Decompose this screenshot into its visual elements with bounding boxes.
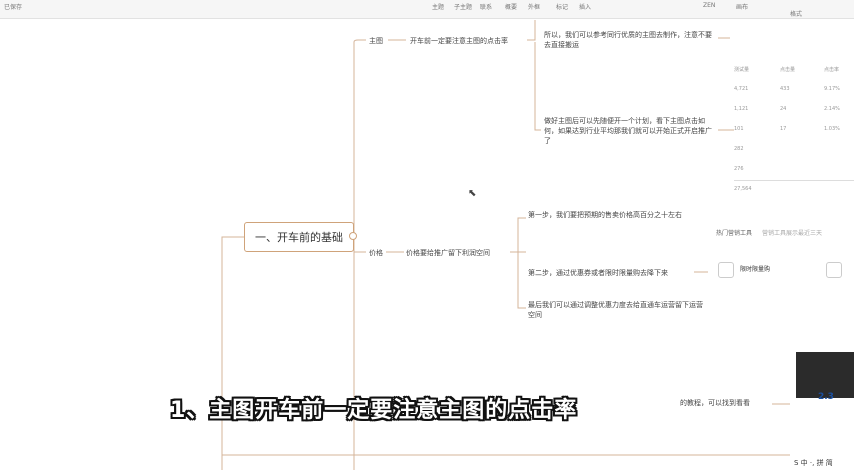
collapse-toggle[interactable] [349, 232, 357, 240]
note-reference-competitors[interactable]: 所以，我们可以参考同行优质的主图去制作，注意不要去直接搬运 [544, 31, 712, 49]
overlay-data-table: 测试量 点击量 点击率 4,721 433 9.17% 1,121 24 2.1… [734, 62, 854, 202]
branch1-notes-connector [527, 38, 541, 131]
table-cell: 24 [780, 106, 787, 112]
root-left-connector [221, 236, 244, 470]
video-caption: 1、主图开车前一定要注意主图的点击率 [170, 398, 578, 423]
table-cell: 测试量 [734, 67, 750, 73]
toolbar-relation[interactable]: 联系 [480, 4, 493, 11]
toolbar-subtopic[interactable]: 子主题 [454, 4, 473, 11]
toolbar-canvas[interactable]: 画布 [736, 4, 749, 11]
top-toolbar: 已保存 主题 子主题 联系 概要 外框 标记 插入 ZEN 画布 格式 [0, 0, 854, 19]
save-status: 已保存 [4, 4, 23, 11]
table-cell: 4,721 [734, 86, 749, 92]
tool-icon [826, 262, 842, 278]
branch-main-image-sub[interactable]: 开车前一定要注意主图的点击率 [410, 37, 508, 45]
root-trunk [353, 39, 366, 237]
table-cell: 27,564 [734, 186, 752, 192]
toolbar-marker[interactable]: 标记 [556, 4, 569, 11]
tools-subtitle: 营销工具展示最近三天 [762, 230, 823, 237]
table-cell: 282 [734, 146, 744, 152]
video-thumbnail [796, 352, 854, 398]
table-cell: 9.17% [824, 86, 840, 92]
note-step-two[interactable]: 第二步，通过优惠券或者限时限量购去降下来 [528, 269, 668, 277]
note-step-one[interactable]: 第一步，我们要把预期的售卖价格高百分之十左右 [528, 211, 682, 219]
root-node-label: 一、开车前的基础 [255, 231, 343, 244]
table-cell: 2.14% [824, 106, 840, 112]
thumb-value: 2.3 [818, 392, 834, 402]
table-cell: 101 [734, 126, 744, 132]
tool-item-label[interactable]: 限时限量购 [740, 266, 771, 273]
tools-title: 热门营销工具 [716, 230, 753, 237]
toolbar-insert[interactable]: 插入 [579, 4, 592, 11]
table-cell: 433 [780, 86, 790, 92]
table-cell: 点击率 [824, 67, 840, 73]
toolbar-boundary[interactable]: 外框 [528, 4, 541, 11]
tool-icon [718, 262, 734, 278]
table-cell: 276 [734, 166, 744, 172]
branch-main-image[interactable]: 主图 [369, 37, 383, 45]
root-node[interactable]: 一、开车前的基础 [244, 222, 354, 252]
note-test-plan[interactable]: 做好主图后可以先随便开一个计划，看下主图点击如何，如果达到行业平均那我们就可以开… [544, 117, 712, 145]
branch-price-sub[interactable]: 价格要给推广留下利润空间 [406, 249, 490, 257]
table-cell: 17 [780, 126, 787, 132]
table-cell: 点击量 [780, 67, 796, 73]
ime-indicator[interactable]: S 中 ·, 拼 简 [794, 459, 833, 467]
root-to-price [353, 237, 366, 253]
note-final-step[interactable]: 最后我们可以通过调整优惠力度去给直通车运营留下运营空间 [528, 301, 703, 319]
toolbar-topic[interactable]: 主题 [432, 4, 445, 11]
branch2-notes-connector [510, 217, 526, 309]
note-bottom-tutorial[interactable]: 的教程，可以找到看看 [680, 399, 750, 407]
table-cell: 1.03% [824, 126, 840, 132]
toolbar-summary[interactable]: 概要 [505, 4, 518, 11]
toolbar-format[interactable]: 格式 [790, 11, 803, 18]
table-divider [734, 180, 854, 181]
mouse-cursor-icon: ⬉ [468, 188, 477, 199]
zen-button[interactable]: ZEN [703, 2, 716, 9]
table-cell: 1,121 [734, 106, 749, 112]
branch-price[interactable]: 价格 [369, 249, 383, 257]
